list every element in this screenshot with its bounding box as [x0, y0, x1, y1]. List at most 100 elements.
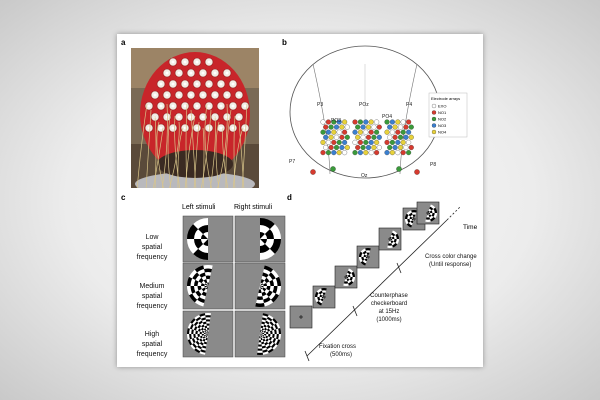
checker-segment	[260, 335, 263, 338]
checker-segment	[262, 280, 267, 285]
cap-socket-center	[195, 60, 199, 64]
electrode-dot	[365, 144, 372, 151]
row-label-low-3: frequency	[137, 254, 168, 261]
checker-segment	[359, 257, 363, 263]
checker-segment	[265, 335, 269, 339]
electrode-dot	[387, 134, 393, 140]
checkerboard-disc	[260, 218, 281, 260]
cap-socket-center	[231, 82, 235, 86]
checker-segment	[395, 239, 399, 245]
checker-segment	[266, 331, 269, 334]
checker-segment	[193, 218, 208, 230]
checker-segment	[194, 299, 205, 307]
electrode-dot	[395, 129, 401, 135]
checker-segment	[187, 276, 193, 286]
checker-segment	[260, 332, 262, 334]
trial-frame	[416, 201, 440, 225]
trial-frames	[289, 201, 440, 329]
cap-socket-center	[201, 93, 205, 97]
electrode-dot	[342, 119, 348, 125]
checker-segment	[269, 239, 281, 254]
checker-segment	[430, 204, 436, 210]
checker-segment	[362, 259, 367, 264]
event-fixation-1: Fixation cross	[319, 344, 356, 350]
checker-segment	[428, 214, 432, 218]
electrode-dot	[387, 144, 393, 151]
electrode-dot	[333, 144, 340, 151]
checker-segment	[202, 338, 206, 342]
event-checkerboard-3: at 15Hz	[379, 309, 400, 315]
electrode-dot	[368, 119, 374, 125]
checker-segment	[260, 283, 264, 286]
checker-segment	[195, 330, 198, 334]
checker-segment	[257, 350, 263, 353]
cap-socket-center	[165, 71, 169, 75]
electrode-array	[384, 119, 414, 156]
checker-segment	[266, 334, 269, 337]
cap-socket-center	[171, 104, 175, 108]
cap-socket-center	[243, 104, 247, 108]
checker-segment	[262, 347, 267, 351]
checker-segment	[425, 217, 431, 220]
electrode-dot	[336, 139, 342, 145]
checker-segment	[199, 331, 202, 334]
stimulus-left	[182, 262, 234, 310]
checker-segment	[206, 335, 208, 339]
checker-segment	[261, 291, 267, 297]
checker-segment	[274, 338, 279, 345]
checker-segment	[260, 329, 262, 333]
electrode-dot	[368, 150, 374, 156]
checker-segment	[264, 337, 268, 341]
checker-segment	[266, 316, 273, 322]
checker-segment	[392, 242, 398, 248]
checker-segment	[265, 326, 269, 330]
column-header-left: Left stimuli	[182, 204, 216, 211]
checker-segment	[361, 257, 365, 261]
checker-segment	[260, 335, 262, 339]
checker-segment	[260, 332, 262, 334]
checker-segment	[260, 334, 261, 337]
checker-segment	[264, 289, 270, 295]
electrode-dot	[406, 129, 412, 135]
checker-segment	[315, 291, 319, 297]
checker-segment	[349, 273, 353, 277]
checker-segment	[263, 335, 267, 338]
cap-socket-center	[171, 60, 175, 64]
checker-segment	[276, 328, 279, 334]
electrode-dot	[339, 144, 345, 151]
cap-wire	[193, 121, 200, 188]
checker-segment	[194, 348, 201, 354]
checker-segment	[264, 277, 270, 283]
checker-segment	[203, 323, 207, 327]
checker-segment	[348, 268, 354, 274]
checker-segment	[347, 277, 351, 280]
checker-segment	[260, 234, 267, 239]
stimulus-border	[182, 262, 234, 310]
checker-segment	[365, 248, 371, 251]
cap-socket-center	[183, 126, 187, 130]
checker-segment	[408, 221, 413, 226]
checker-segment	[278, 334, 281, 340]
checker-segment	[194, 229, 204, 239]
electrode-dot	[344, 134, 350, 140]
checker-segment	[272, 334, 275, 339]
site-label-p8: P8	[430, 162, 436, 168]
electrode-array	[352, 119, 382, 156]
checker-segment	[187, 322, 193, 329]
checker-segment	[263, 268, 271, 276]
cap-wire	[225, 109, 232, 188]
checker-segment	[391, 241, 396, 246]
checker-segment	[262, 317, 267, 321]
checker-segment	[201, 330, 205, 333]
electrode-dot	[360, 144, 366, 151]
checker-segment	[426, 215, 430, 218]
checker-segment	[264, 334, 267, 336]
checker-segment	[192, 292, 200, 300]
cap-socket-center	[159, 126, 163, 130]
timeline-time-label: Time	[463, 224, 478, 231]
legend-swatch	[431, 123, 437, 128]
checker-segment	[199, 313, 206, 317]
checker-segment	[205, 335, 208, 338]
electrode-dot	[387, 124, 393, 130]
cap-socket-center	[153, 93, 157, 97]
